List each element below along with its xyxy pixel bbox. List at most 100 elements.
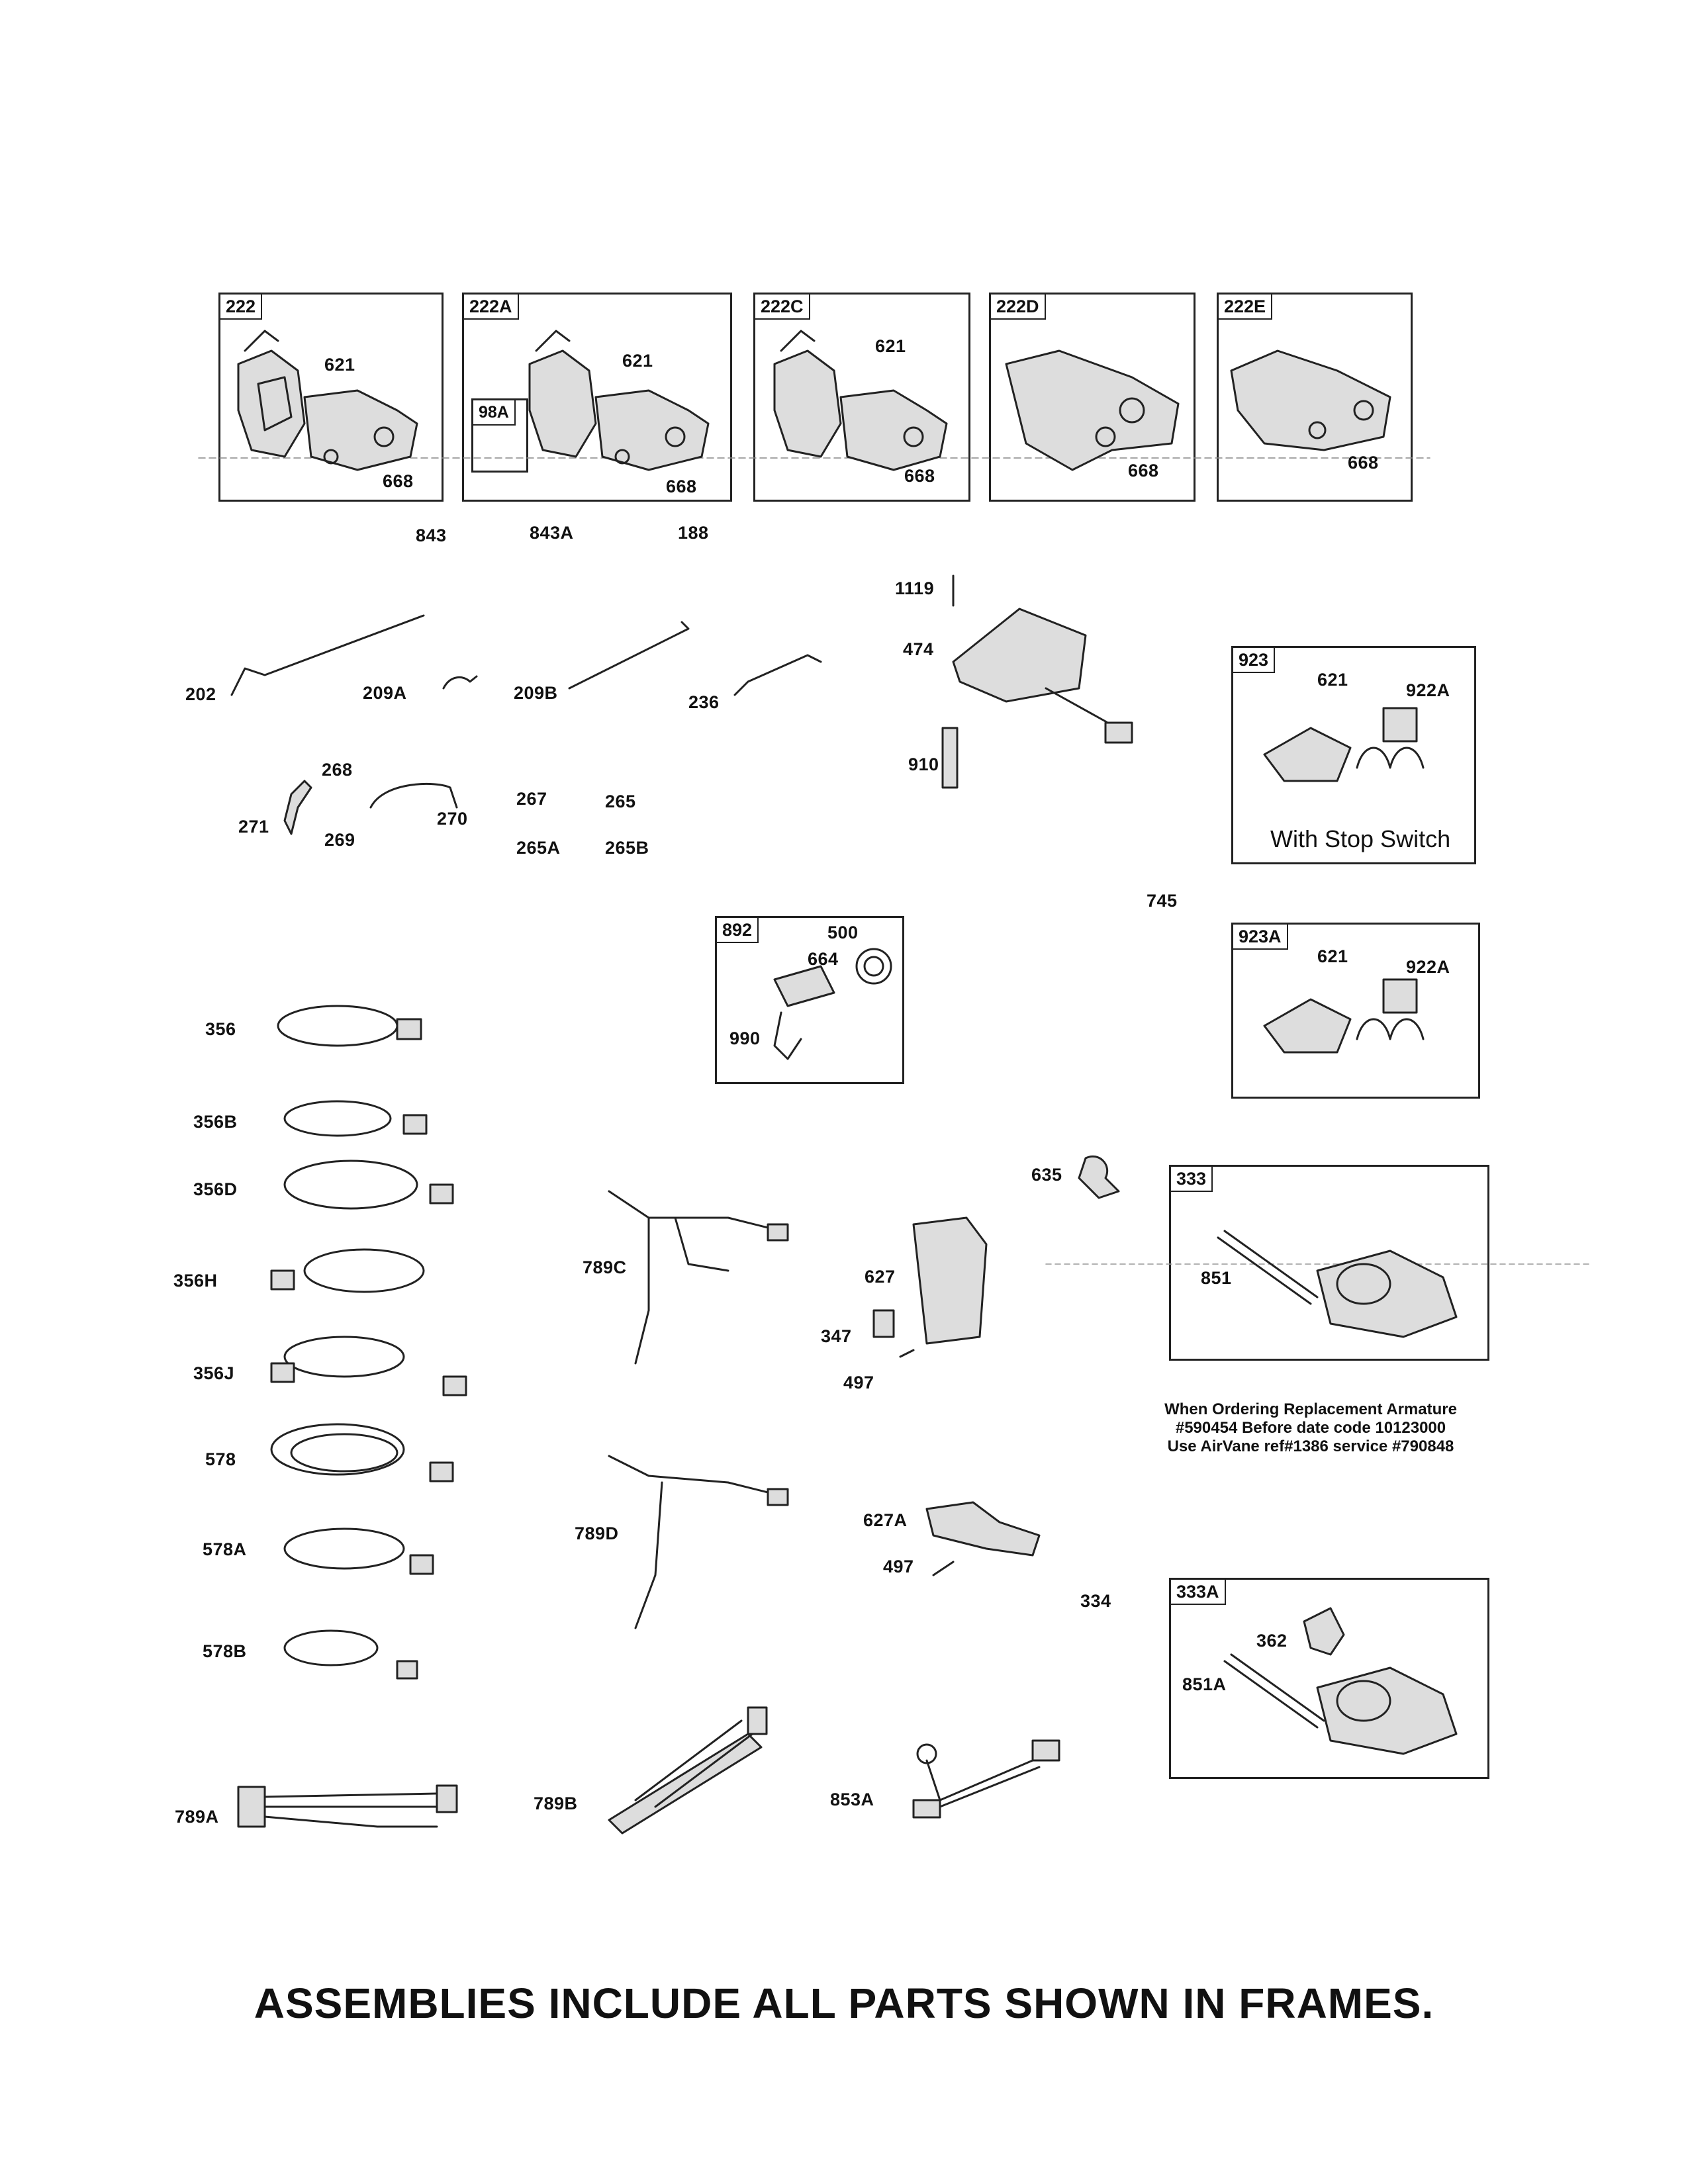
label-356J: 356J (193, 1363, 235, 1383)
label-474: 474 (903, 639, 934, 659)
label-745: 745 (1147, 891, 1178, 911)
frame-333: 333 (1169, 1165, 1489, 1361)
label-497: 497 (843, 1373, 874, 1392)
frame-tag-222A: 222A (464, 295, 519, 320)
label-347: 347 (821, 1326, 852, 1346)
frame-923-caption: With Stop Switch (1270, 825, 1451, 852)
label-668: 668 (1348, 453, 1379, 473)
bracket-627-drawing (872, 1155, 1120, 1358)
label-789A: 789A (175, 1807, 219, 1827)
frame-222C: 222C (753, 293, 970, 502)
label-500: 500 (827, 923, 859, 942)
governor-spring-923-drawing (1263, 707, 1425, 782)
label-843A: 843A (530, 523, 574, 543)
frame-923: 923 With Stop Switch (1231, 646, 1476, 864)
label-922A: 922A (1406, 680, 1450, 700)
frame-tag-892: 892 (717, 918, 759, 943)
governor-bracket-222D-drawing (1005, 349, 1180, 471)
label-209A: 209A (363, 683, 407, 703)
label-789D: 789D (575, 1524, 619, 1543)
label-356: 356 (205, 1019, 236, 1039)
governor-spring-923A-drawing (1263, 978, 1425, 1054)
label-362: 362 (1256, 1631, 1288, 1651)
label-922A: 922A (1406, 957, 1450, 977)
frame-333A: 333A (1169, 1578, 1489, 1779)
label-269: 269 (324, 830, 355, 850)
frame-tag-923A: 923A (1233, 925, 1288, 950)
label-621: 621 (1317, 946, 1348, 966)
label-668: 668 (383, 471, 414, 491)
label-789B: 789B (534, 1794, 578, 1813)
label-664: 664 (808, 949, 839, 969)
label-267: 267 (516, 789, 547, 809)
frame-tag-222D: 222D (991, 295, 1046, 320)
harness-789D-drawing (608, 1455, 789, 1629)
label-853A: 853A (830, 1790, 874, 1809)
stop-switch-474-drawing (941, 574, 1133, 789)
wire-harness-list-drawing (237, 1005, 467, 1828)
bracket-627A-drawing (925, 1501, 1041, 1576)
armature-note-line: When Ordering Replacement Armature (1164, 1400, 1457, 1418)
label-202: 202 (185, 684, 216, 704)
frame-222A: 222A (462, 293, 732, 502)
label-621: 621 (622, 351, 653, 371)
armature-333A-drawing (1223, 1607, 1458, 1755)
label-356D: 356D (193, 1179, 238, 1199)
frame-tag-333: 333 (1171, 1167, 1213, 1192)
label-668: 668 (666, 477, 697, 496)
label-271: 271 (238, 817, 269, 837)
frame-tag-222C: 222C (755, 295, 810, 320)
frame-923A: 923A (1231, 923, 1480, 1099)
label-334: 334 (1080, 1591, 1111, 1611)
label-270: 270 (437, 809, 468, 829)
frame-tag-333A: 333A (1171, 1580, 1226, 1605)
frame-892: 892 (715, 916, 904, 1084)
label-265: 265 (605, 792, 636, 811)
label-843: 843 (416, 525, 447, 545)
frame-tag-222: 222 (220, 295, 263, 320)
label-789C: 789C (583, 1257, 627, 1277)
governor-bracket-222E-drawing (1230, 349, 1391, 451)
label-578: 578 (205, 1449, 236, 1469)
label-209B: 209B (514, 683, 558, 703)
small-parts-drawing (283, 780, 458, 835)
label-668: 668 (1128, 461, 1159, 480)
label-236: 236 (688, 692, 720, 712)
label-668: 668 (904, 466, 935, 486)
armature-note-line: Use AirVane ref#1386 service #790848 (1167, 1437, 1454, 1455)
label-356B: 356B (193, 1112, 238, 1132)
label-268: 268 (322, 760, 353, 780)
label-621: 621 (1317, 670, 1348, 690)
label-621: 621 (875, 336, 906, 356)
label-1119: 1119 (895, 578, 935, 598)
armature-333-drawing (1217, 1230, 1458, 1338)
label-627A: 627A (863, 1510, 908, 1530)
frame-222D: 222D (989, 293, 1196, 502)
label-851: 851 (1201, 1268, 1232, 1288)
frame-222: 222 (218, 293, 444, 502)
harness-789B-drawing (608, 1706, 768, 1835)
governor-bracket-222A-drawing (528, 330, 710, 471)
label-188: 188 (678, 523, 709, 543)
label-578A: 578A (203, 1539, 247, 1559)
harness-789C-drawing (608, 1190, 789, 1365)
armature-note: When Ordering Replacement Armature #5904… (1139, 1400, 1483, 1456)
label-627: 627 (865, 1267, 896, 1287)
governor-bracket-222C-drawing (773, 330, 948, 471)
frame-98A: 98A (471, 398, 528, 473)
lead-853A-drawing (912, 1739, 1060, 1819)
label-851A: 851A (1182, 1674, 1227, 1694)
frame-tag-98A: 98A (473, 400, 516, 426)
frame-222E: 222E (1217, 293, 1413, 502)
label-265A: 265A (516, 838, 561, 858)
label-265B: 265B (605, 838, 649, 858)
label-578B: 578B (203, 1641, 247, 1661)
frame-tag-222E: 222E (1219, 295, 1273, 320)
label-356H: 356H (173, 1271, 218, 1291)
key-switch-drawing (773, 948, 892, 1060)
label-910: 910 (908, 754, 939, 774)
label-635: 635 (1031, 1165, 1062, 1185)
label-497: 497 (883, 1557, 914, 1576)
armature-dashed-line (1045, 1263, 1589, 1265)
